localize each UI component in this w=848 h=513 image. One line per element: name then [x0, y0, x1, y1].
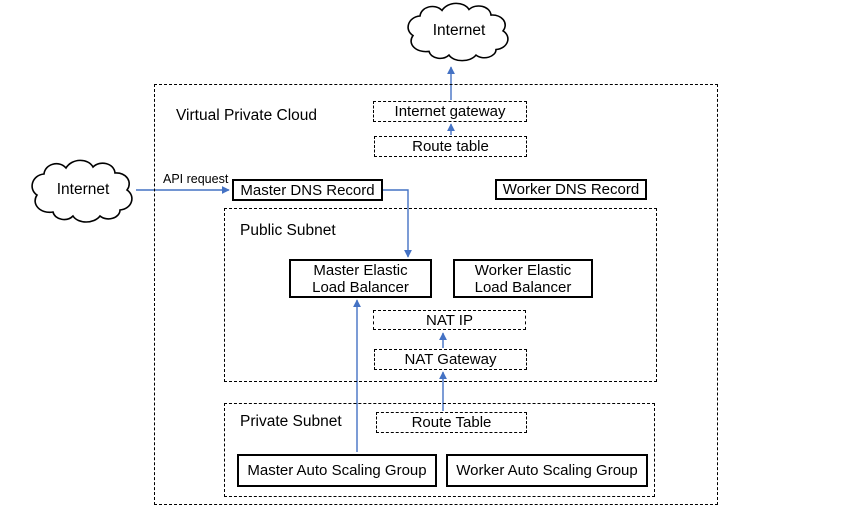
public-subnet-label: Public Subnet — [240, 222, 336, 239]
node-master-dns-record-label: Master DNS Record — [240, 181, 375, 199]
node-worker-dns-record-label: Worker DNS Record — [502, 181, 640, 198]
node-route-table-private-label: Route Table — [411, 414, 492, 431]
internet-cloud-top-label: Internet — [432, 22, 486, 39]
node-master-elastic-load-balancer-label: Master Elastic Load Balancer — [312, 261, 409, 296]
node-internet-gateway-label: Internet gateway — [394, 103, 506, 120]
node-route-table-private: Route Table — [376, 412, 527, 433]
node-worker-dns-record: Worker DNS Record — [495, 179, 647, 200]
node-nat-gateway: NAT Gateway — [374, 349, 527, 370]
api-request-edge-label: API request — [163, 172, 229, 186]
private-subnet-region — [224, 403, 655, 497]
node-worker-auto-scaling-group-label: Worker Auto Scaling Group — [456, 462, 638, 479]
node-nat-ip-label: NAT IP — [426, 311, 473, 329]
vpc-region — [154, 84, 718, 505]
node-worker-elastic-load-balancer-label: Worker Elastic Load Balancer — [474, 261, 572, 296]
node-route-table-vpc-label: Route table — [412, 138, 489, 155]
node-master-dns-record: Master DNS Record — [232, 179, 383, 201]
node-nat-ip: NAT IP — [373, 310, 526, 330]
internet-cloud-left-label: Internet — [56, 181, 110, 198]
node-route-table-vpc: Route table — [374, 136, 527, 157]
vpc-region-label: Virtual Private Cloud — [176, 107, 318, 124]
node-master-auto-scaling-group: Master Auto Scaling Group — [237, 454, 437, 487]
public-subnet-region — [224, 208, 657, 382]
node-master-auto-scaling-group-label: Master Auto Scaling Group — [247, 462, 427, 479]
node-master-elastic-load-balancer: Master Elastic Load Balancer — [289, 259, 432, 298]
node-internet-gateway: Internet gateway — [373, 101, 527, 122]
node-nat-gateway-label: NAT Gateway — [404, 351, 497, 368]
node-worker-elastic-load-balancer: Worker Elastic Load Balancer — [453, 259, 593, 298]
node-worker-auto-scaling-group: Worker Auto Scaling Group — [446, 454, 648, 487]
private-subnet-label: Private Subnet — [240, 413, 342, 430]
